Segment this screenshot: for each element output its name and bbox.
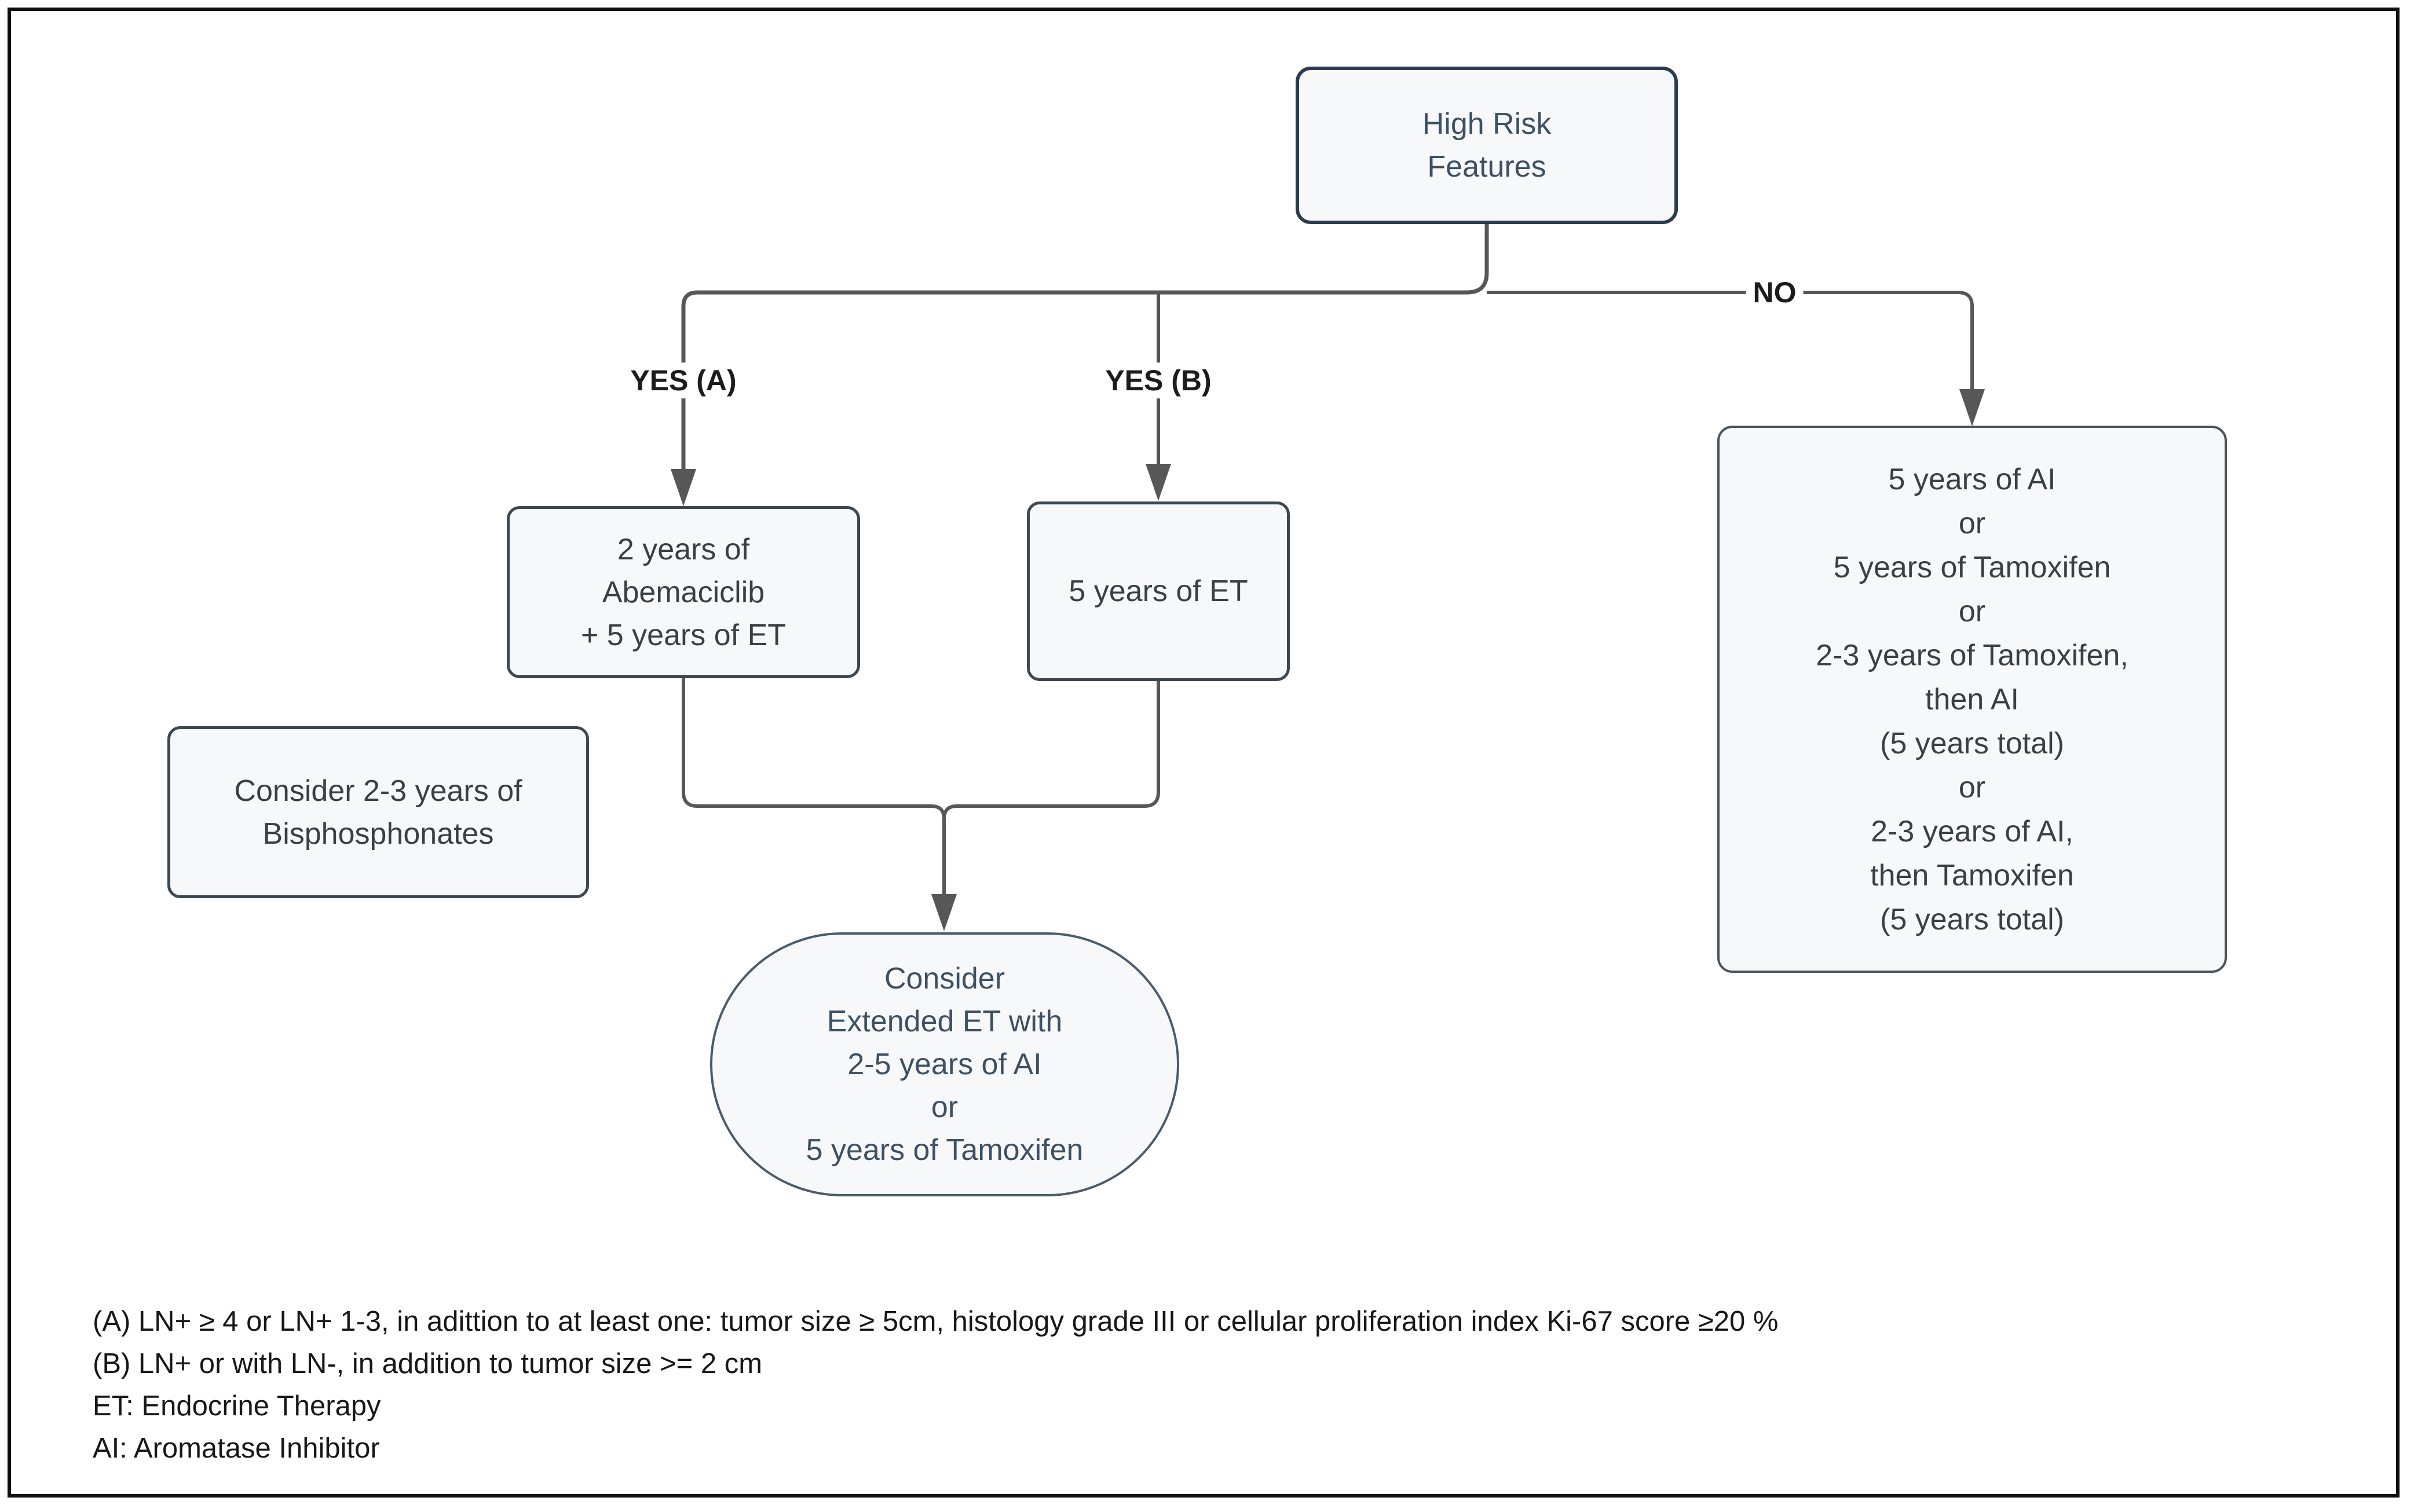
node-abemaciclib: 2 years of Abemaciclib + 5 years of ET: [507, 506, 860, 678]
edge-label-yes-b: YES (B): [1098, 363, 1219, 398]
edge-label-no: NO: [1746, 274, 1804, 310]
node-high-risk-features-label: High Risk Features: [1422, 107, 1552, 184]
connector-no-branch: [1487, 291, 1974, 389]
node-bisphosphonates-label: Consider 2-3 years of Bisphosphonates: [234, 774, 522, 851]
arrowhead-yes-b: [1146, 464, 1171, 501]
node-abemaciclib-label: 2 years of Abemaciclib + 5 years of ET: [580, 532, 787, 652]
connector-merge-left: [682, 678, 946, 895]
arrowhead-no: [1959, 389, 1985, 426]
footnote-et: ET: Endocrine Therapy: [93, 1390, 381, 1422]
footnote-b: (B) LN+ or with LN-, in addition to tumo…: [93, 1348, 763, 1379]
connector-merge-right: [942, 681, 1160, 819]
footnote-ai: AI: Aromatase Inhibitor: [93, 1433, 380, 1464]
node-extended-et: Consider Extended ET with 2-5 years of A…: [710, 932, 1179, 1196]
node-bisphosphonates: Consider 2-3 years of Bisphosphonates: [167, 726, 589, 898]
node-extended-et-label: Consider Extended ET with 2-5 years of A…: [806, 962, 1084, 1167]
node-no-options: 5 years of AI or 5 years of Tamoxifen or…: [1717, 426, 2227, 973]
node-high-risk-features: High Risk Features: [1296, 67, 1678, 224]
node-five-years-et-label: 5 years of ET: [1069, 574, 1248, 608]
edge-label-yes-a: YES (A): [623, 363, 744, 398]
connector-yes-branch: [681, 223, 1489, 470]
footnote-a: (A) LN+ ≥ 4 or LN+ 1-3, in adittion to a…: [93, 1306, 1779, 1337]
node-five-years-et: 5 years of ET: [1027, 501, 1290, 681]
outer-border: [8, 8, 2400, 1498]
arrowhead-yes-a: [671, 469, 696, 506]
arrowhead-merge: [931, 894, 957, 931]
footnotes: (A) LN+ ≥ 4 or LN+ 1-3, in adittion to a…: [93, 1301, 1778, 1470]
node-no-options-label: 5 years of AI or 5 years of Tamoxifen or…: [1816, 462, 2128, 936]
